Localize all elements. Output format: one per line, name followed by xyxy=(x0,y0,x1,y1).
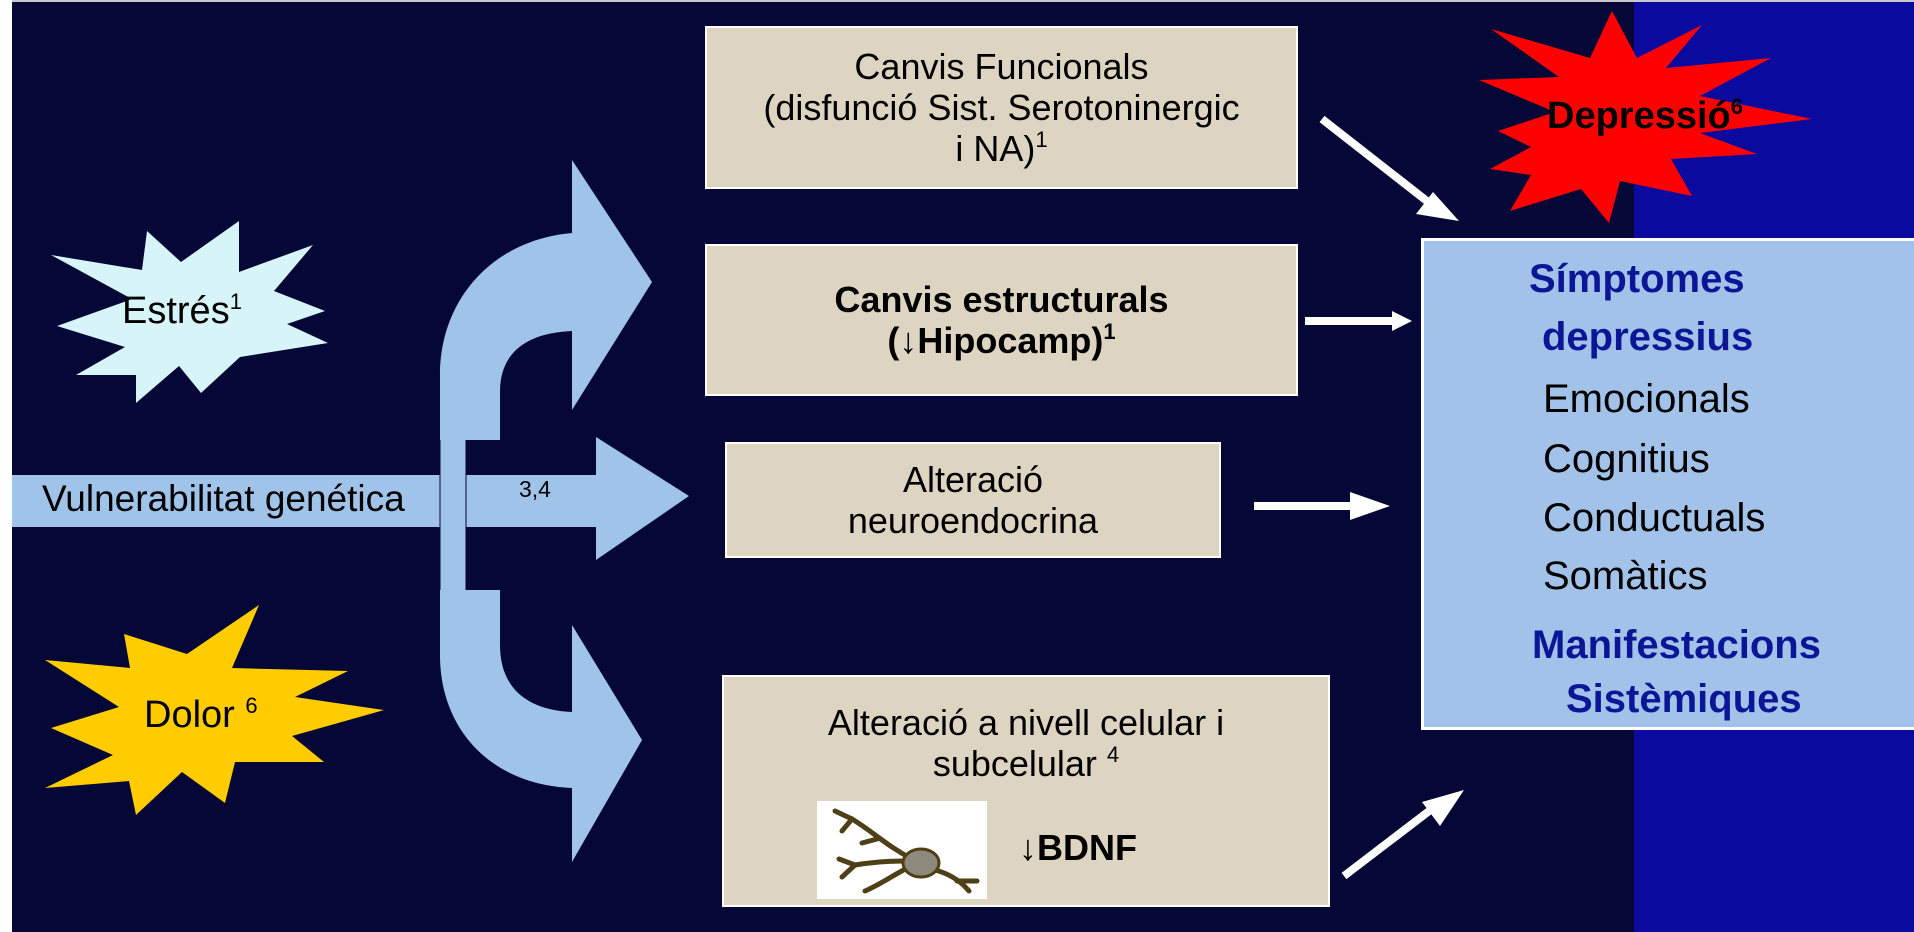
neuron-image xyxy=(817,801,987,899)
downward-curved-arrow xyxy=(440,590,642,862)
functional-changes-title: Canvis Funcionals xyxy=(854,45,1149,87)
functional-changes-detail: (disfunció Sist. Serotoninergic xyxy=(763,86,1240,128)
genetic-vulnerability-ref: 3,4 xyxy=(519,476,551,502)
cellular-to-symptoms-arrow xyxy=(1341,801,1440,880)
cellular-arrowhead xyxy=(1422,790,1464,826)
connector-arrows xyxy=(1254,115,1464,880)
genetic-vulnerability-arrow xyxy=(12,437,689,560)
structural-changes-box: Canvis estructurals (↓Hipocamp)1 xyxy=(705,244,1298,396)
cellular-changes-title: Alteració a nivell celular i xyxy=(827,702,1225,743)
upward-curved-arrow xyxy=(440,160,652,440)
diagram-canvas: Estrés1 Vulnerabilitat genética 3,4 Dolo… xyxy=(12,0,1914,932)
structural-arrowhead xyxy=(1392,311,1412,331)
stress-burst xyxy=(51,221,328,403)
symptom-item: Conductuals xyxy=(1543,496,1766,540)
neuroendocrine-arrowhead xyxy=(1350,492,1390,520)
symptoms-footer-line2: Sistèmiques xyxy=(1566,677,1802,721)
symptoms-heading-line1: Símptomes xyxy=(1529,257,1745,301)
symptom-item: Cognitius xyxy=(1543,437,1710,481)
depressive-symptoms-box: Símptomes depressius Emocionals Cognitiu… xyxy=(1421,238,1914,730)
cellular-changes-detail: subcelular 4 xyxy=(932,742,1120,785)
split-stem xyxy=(439,429,467,599)
neuron-icon xyxy=(832,808,980,894)
structural-changes-title: Canvis estructurals xyxy=(834,278,1169,320)
neuroendocrine-title: Alteració xyxy=(902,458,1044,500)
functional-changes-detail-end: i NA)1 xyxy=(955,127,1048,170)
symptom-item: Somàtics xyxy=(1543,554,1708,598)
stress-label: Estrés1 xyxy=(122,289,242,332)
symptom-item: Emocionals xyxy=(1543,377,1750,421)
depression-label: Depressió6 xyxy=(1547,94,1743,137)
depression-burst xyxy=(1479,11,1812,223)
functional-arrowhead xyxy=(1416,192,1459,221)
neuroendocrine-box: Alteració neuroendocrina xyxy=(725,442,1221,558)
functional-to-depression-arrow xyxy=(1319,115,1435,209)
genetic-vulnerability-label: Vulnerabilitat genética xyxy=(42,478,405,519)
structural-changes-detail: (↓Hipocamp)1 xyxy=(887,319,1116,361)
neuroendocrine-detail: neuroendocrina xyxy=(847,500,1099,541)
cellular-changes-box: Alteració a nivell celular i subcelular … xyxy=(722,675,1330,907)
diagram-shapes xyxy=(12,11,1812,880)
bdnf-marker: ↓BDNF xyxy=(1019,827,1137,868)
functional-changes-box: Canvis Funcionals (disfunció Sist. Serot… xyxy=(705,26,1298,189)
symptoms-footer-line1: Manifestacions xyxy=(1532,623,1821,667)
symptoms-heading-line2: depressius xyxy=(1542,315,1754,359)
pain-burst xyxy=(45,605,384,815)
pain-label: Dolor 6 xyxy=(144,693,258,736)
top-border-line xyxy=(12,0,1914,2)
